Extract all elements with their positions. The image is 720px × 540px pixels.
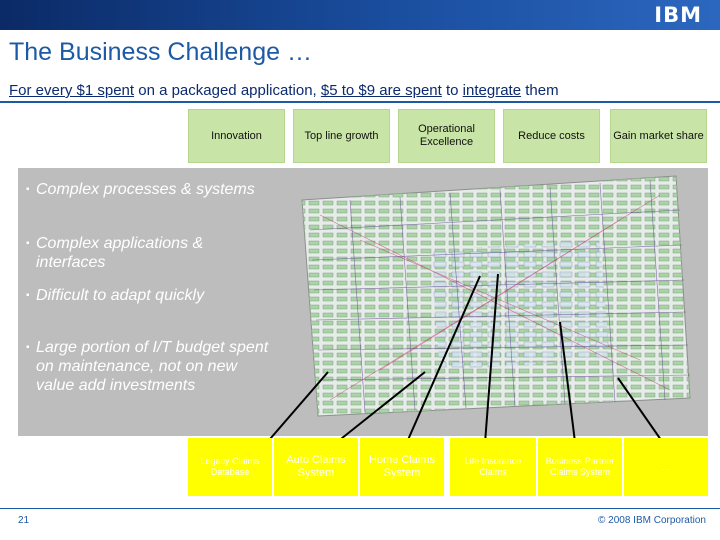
bullet-icon: ▪ [26,238,30,249]
system-box-more: … [624,438,708,496]
bullet-item: ▪ Complex processes & systems [26,180,276,199]
bullet-text: Difficult to adapt quickly [36,287,205,304]
bullet-icon: ▪ [26,184,30,195]
page-number: 21 [18,515,30,526]
subtitle-part: For every $1 spent [9,82,135,99]
system-box-auto-claims-system: Auto Claims System [274,438,358,496]
title-divider [0,101,720,103]
bullet-text: Complex processes & systems [36,181,255,198]
header-bar: IBM [0,0,720,30]
system-box-life-insurance-claims: Life Insurance Claims [450,438,536,496]
subtitle-part: $5 to $9 are spent [320,82,442,99]
system-box-legacy-claims-database: Legacy Claims Database [188,438,272,496]
ibm-logo: IBM [654,3,702,27]
bullet-item: ▪ Large portion of I/T budget spent on m… [26,338,276,395]
subtitle-part: to [441,82,463,99]
bullet-text: Complex applications & interfaces [36,235,204,271]
goal-box-innovation: Innovation [188,109,285,163]
goal-box-top-line-growth: Top line growth [293,109,390,163]
subtitle-part: on a packaged application, [134,82,321,99]
slide-subtitle: For every $1 spent on a packaged applica… [9,82,559,99]
subtitle-part: integrate [462,82,522,99]
subtitle-part: them [521,82,559,99]
goal-box-operational-excellence: Operational Excellence [398,109,495,163]
system-box-home-claims-system: Home Claims System [360,438,444,496]
goal-box-reduce-costs: Reduce costs [503,109,600,163]
slide-title: The Business Challenge … [9,38,312,66]
bullet-item: ▪ Difficult to adapt quickly [26,286,276,305]
goal-box-gain-market-share: Gain market share [610,109,707,163]
bullet-icon: ▪ [26,290,30,301]
bullet-icon: ▪ [26,342,30,353]
footer-divider [0,508,720,509]
system-box-business-partner-claims-system: Business Partner Claims System [538,438,622,496]
bullet-text: Large portion of I/T budget spent on mai… [36,339,269,394]
bullet-item: ▪ Complex applications & interfaces [26,234,276,272]
copyright-notice: © 2008 IBM Corporation [598,515,706,526]
